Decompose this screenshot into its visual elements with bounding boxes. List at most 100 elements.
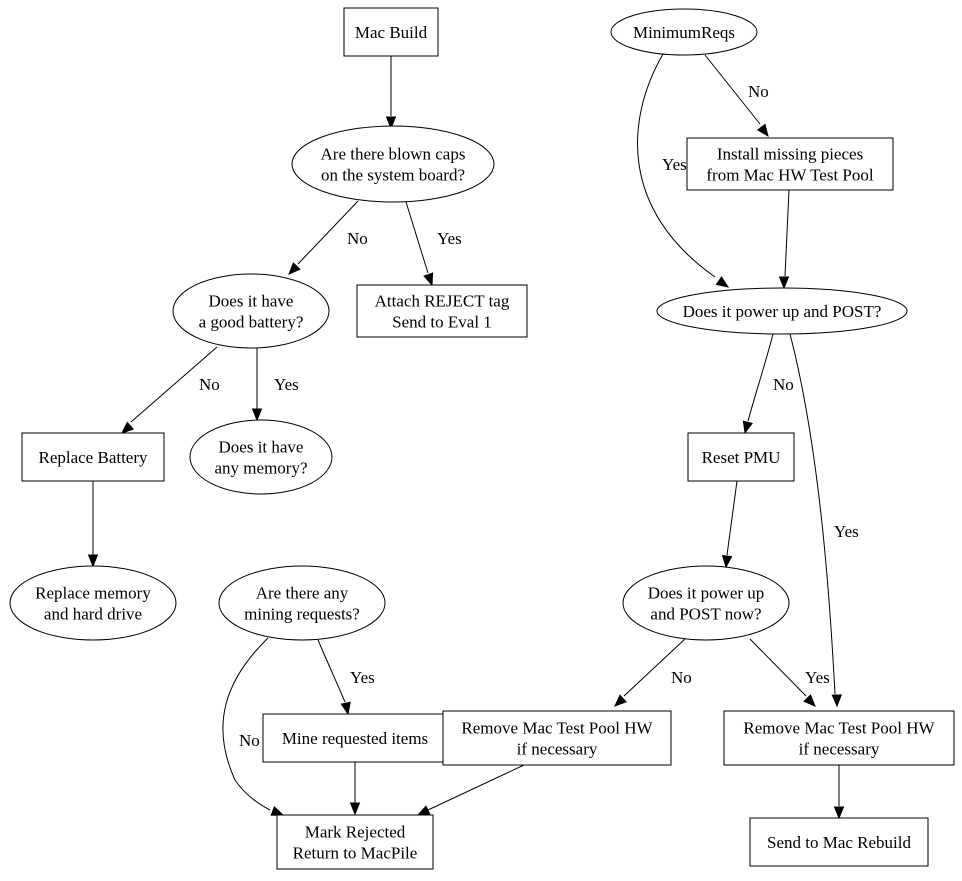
edge-replace-battery-to-replace-memory	[87, 481, 99, 568]
process-box	[686, 137, 894, 191]
edge-good-battery-to-any-memory: Yes	[251, 348, 299, 422]
edge-line	[130, 346, 218, 423]
node-power-post-now: Does it power up and POST now?	[622, 565, 790, 641]
node-label: Does it power up	[648, 584, 765, 603]
node-label: and hard drive	[44, 605, 142, 624]
node-label: Replace Battery	[38, 448, 148, 467]
process-box	[343, 7, 439, 57]
edge-install-missing-to-power-post	[778, 189, 790, 290]
node-label: Are there blown caps	[321, 145, 466, 164]
arrowhead-icon	[803, 694, 816, 707]
arrowhead-icon	[756, 123, 769, 138]
node-label: Does it power up and POST?	[683, 302, 882, 321]
arrowhead-icon	[778, 276, 790, 290]
edge-line	[623, 638, 686, 697]
edge-minimum-reqs-to-install-missing: No	[704, 54, 769, 138]
decision-ellipse	[291, 125, 495, 203]
node-label: Mark Rejected	[305, 823, 406, 842]
arrowhead-icon	[121, 421, 135, 434]
arrowhead-icon	[715, 276, 730, 288]
edge-label: No	[239, 731, 260, 750]
decision-ellipse	[622, 565, 790, 641]
edge-line	[317, 639, 346, 703]
node-remove-hw-yes: Remove Mac Test Pool HW if necessary	[723, 710, 955, 766]
node-label: a good battery?	[199, 313, 304, 332]
decision-ellipse	[9, 565, 177, 641]
edge-line	[637, 53, 716, 278]
node-label: Send to Mac Rebuild	[767, 833, 912, 852]
edge-blown-caps-to-good-battery: No	[288, 200, 368, 275]
arrowhead-icon	[833, 806, 845, 820]
edge-label: Yes	[350, 668, 375, 687]
edge-mine-items-to-mark-rejected	[349, 762, 361, 816]
node-label: Does it have	[219, 438, 304, 457]
node-label: if necessary	[799, 740, 880, 759]
node-label: Are there any	[256, 584, 349, 603]
node-label: from Mac HW Test Pool	[706, 166, 873, 185]
edge-label: No	[748, 82, 769, 101]
arrowhead-icon	[288, 262, 301, 275]
edge-blown-caps-to-reject-tag: Yes	[405, 201, 462, 287]
node-mine-items: Mine requested items	[262, 713, 448, 763]
edge-line	[784, 189, 790, 277]
node-label: on the system board?	[321, 166, 465, 185]
arrowhead-icon	[87, 554, 99, 568]
edge-power-post-to-reset-pmu: No	[742, 333, 794, 435]
node-label: Attach REJECT tag	[375, 292, 510, 311]
node-good-battery: Does it have a good battery?	[172, 273, 330, 349]
node-label: Replace memory	[35, 584, 151, 603]
node-label: Mac Build	[355, 23, 428, 42]
edge-label: No	[199, 375, 220, 394]
node-replace-battery: Replace Battery	[21, 432, 165, 482]
edge-line	[747, 333, 774, 422]
node-blown-caps: Are there blown caps on the system board?	[291, 125, 495, 203]
node-label: Does it have	[209, 292, 294, 311]
edge-label: Yes	[437, 229, 462, 248]
edge-power-post-now-to-remove-hw-yes: Yes	[749, 638, 830, 707]
node-send-rebuild: Send to Mac Rebuild	[749, 817, 929, 867]
edge-power-post-now-to-remove-hw-no: No	[614, 638, 692, 707]
decision-ellipse	[189, 419, 333, 495]
edge-good-battery-to-replace-battery: No	[121, 346, 220, 434]
edge-reset-pmu-to-power-post-now	[721, 480, 738, 569]
node-any-memory: Does it have any memory?	[189, 419, 333, 495]
edge-line	[297, 200, 359, 265]
node-label: Install missing pieces	[717, 145, 863, 164]
arrowhead-icon	[385, 116, 397, 130]
edge-line	[427, 764, 525, 811]
node-label: Remove Mac Test Pool HW	[743, 719, 935, 738]
process-box	[749, 817, 929, 867]
edge-label: Yes	[805, 668, 830, 687]
node-replace-memory: Replace memory and hard drive	[9, 565, 177, 641]
arrowhead-icon	[423, 272, 434, 287]
edge-line	[749, 638, 807, 697]
process-box	[276, 814, 434, 870]
arrowhead-icon	[742, 420, 753, 435]
arrowhead-icon	[721, 555, 733, 569]
arrowhead-icon	[340, 701, 351, 716]
node-label: Remove Mac Test Pool HW	[461, 719, 653, 738]
process-box	[262, 713, 448, 763]
process-box	[687, 432, 795, 482]
node-remove-hw-no: Remove Mac Test Pool HW if necessary	[442, 710, 672, 766]
process-box	[21, 432, 165, 482]
node-label: if necessary	[517, 740, 598, 759]
edge-label: No	[347, 229, 368, 248]
edge-label: Yes	[274, 375, 299, 394]
edge-remove-hw-no-to-mark-rejected	[416, 764, 525, 816]
node-label: and POST now?	[650, 605, 761, 624]
arrowhead-icon	[349, 802, 361, 816]
node-label: any memory?	[215, 459, 308, 478]
edge-remove-hw-yes-to-send-rebuild	[833, 765, 845, 820]
edge-mining-requests-to-mine-items: Yes	[317, 639, 375, 716]
edge-mining-requests-to-mark-rejected: No	[222, 637, 285, 816]
node-label: mining requests?	[244, 605, 360, 624]
node-label: Reset PMU	[702, 448, 781, 467]
arrowhead-icon	[251, 408, 263, 422]
decision-ellipse	[218, 565, 386, 641]
